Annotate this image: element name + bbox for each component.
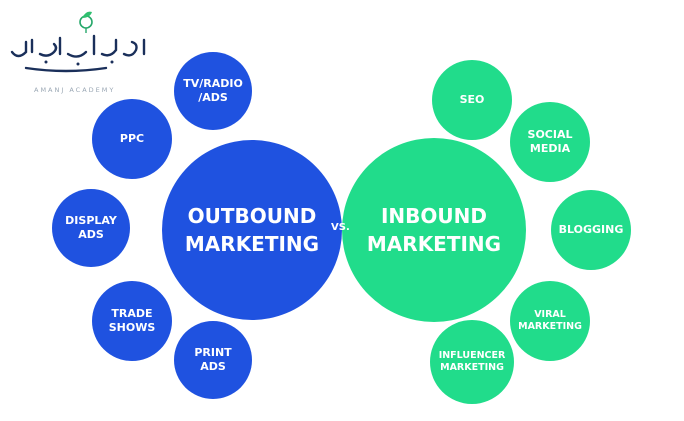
- inbound-marketing-hub: INBOUND MARKETING: [342, 138, 526, 322]
- outbound-item-display-ads: DISPLAY ADS: [52, 189, 130, 267]
- outbound-item-ppc: PPC: [92, 99, 172, 179]
- inbound-item-influencer-marketing: INFLUENCER MARKETING: [430, 320, 514, 404]
- inbound-item-seo: SEO: [432, 60, 512, 140]
- outbound-marketing-hub: OUTBOUND MARKETING: [162, 140, 342, 320]
- inbound-item-social-media: SOCIAL MEDIA: [510, 102, 590, 182]
- logo-mark-icon: [10, 11, 146, 73]
- outbound-item-trade-shows: TRADE SHOWS: [92, 281, 172, 361]
- outbound-item-tv-radio-ads: TV/RADIO /ADS: [174, 52, 252, 130]
- outbound-item-print-ads: PRINT ADS: [174, 321, 252, 399]
- inbound-item-blogging: BLOGGING: [551, 190, 631, 270]
- amanj-academy-logo: [6, 8, 156, 104]
- inbound-item-viral-marketing: VIRAL MARKETING: [510, 281, 590, 361]
- vs-label: VS.: [331, 222, 350, 233]
- logo-subtitle: AMANJ ACADEMY: [34, 86, 116, 94]
